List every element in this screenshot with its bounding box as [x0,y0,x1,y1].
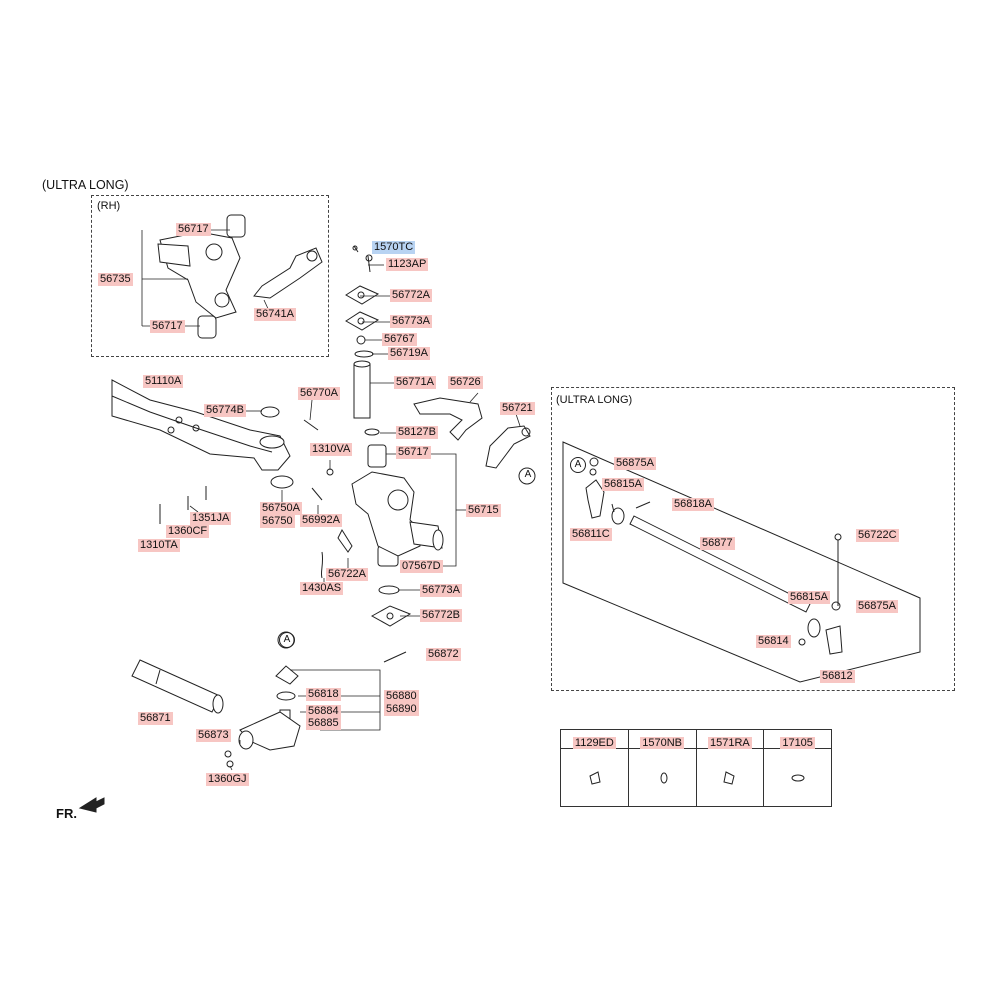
part-label[interactable]: 56722A [326,568,368,581]
fastener-icons [589,771,805,785]
tie-rod-bottom [131,631,407,768]
tie-rod-inset-outline [562,441,921,683]
part-label[interactable]: 56767 [382,333,417,346]
table-header[interactable]: 17105 [780,737,815,749]
part-label[interactable]: 56815A [602,478,644,491]
part-label[interactable]: 56873 [196,729,231,742]
table-header[interactable]: 1129ED [572,737,616,749]
washer-icon [764,750,831,806]
part-label[interactable]: 56890 [384,703,419,716]
part-label[interactable]: 56871 [138,712,173,725]
part-label[interactable]: 56772B [420,609,462,622]
part-label[interactable]: 56719A [388,347,430,360]
part-label[interactable]: 56721 [500,402,535,415]
part-label[interactable]: 56741A [254,308,296,321]
part-label[interactable]: 56877 [700,537,735,550]
part-label[interactable]: 56771A [394,376,436,389]
front-direction-label: FR. [56,806,77,821]
part-label[interactable]: 56717 [176,223,211,236]
grease-nipple-icon [629,750,696,806]
part-label[interactable]: 56774B [204,404,246,417]
part-label[interactable]: 51110A [143,375,184,388]
fitting-icon [697,750,764,806]
part-label[interactable]: 1430AS [300,582,344,595]
part-label[interactable]: 56992A [300,514,342,527]
part-label-selected[interactable]: 1570TC [372,241,416,254]
part-label[interactable]: 56818A [672,498,714,511]
part-label[interactable]: 56885 [306,717,341,730]
part-label[interactable]: 1360CF [166,525,210,538]
steering-knuckle [320,471,444,579]
part-label[interactable]: 56770A [298,387,340,400]
table-column: 17105 [764,730,831,806]
ref-circle-a-inset: A [570,457,586,473]
part-label[interactable]: 56773A [420,584,462,597]
table-column: 1129ED [561,730,629,806]
page-title: (ULTRA LONG) [42,178,129,192]
table-header[interactable]: 1571RA [707,737,752,749]
table-column: 1571RA [696,730,765,806]
ref-circle-a: A [524,469,532,480]
ref-circle-a-bottom: A [279,632,295,648]
part-label[interactable]: 1123AP [386,258,429,271]
part-label[interactable]: 56872 [426,648,461,661]
drag-link-arm [413,397,531,469]
part-label[interactable]: 58127B [396,426,438,439]
part-label[interactable]: 56815A [788,591,830,604]
part-label[interactable]: 1360GJ [206,773,249,786]
part-label[interactable]: 56717 [150,320,185,333]
part-label[interactable]: 07567D [400,560,443,573]
rh-inset-box [91,195,329,357]
part-label[interactable]: 56812 [820,670,855,683]
front-direction-arrow [78,797,105,813]
part-label[interactable]: 1351JA [190,512,232,525]
part-label[interactable]: 56880 [384,690,419,703]
part-label[interactable]: 1310VA [310,443,353,456]
rh-subtitle: (RH) [97,200,121,212]
part-label[interactable]: 56811C [570,528,612,541]
part-label[interactable]: 56750A [260,502,302,515]
part-label[interactable]: 56814 [756,635,791,648]
table-column: 1570NB [628,730,697,806]
part-label[interactable]: 56818 [306,688,341,701]
part-label[interactable]: 56735 [98,273,133,286]
part-label[interactable]: 56722C [856,529,899,542]
part-label[interactable]: 1310TA [138,539,180,552]
table-header[interactable]: 1570NB [640,737,684,749]
common-parts-table: 1129ED 1570NB 1571RA 17105 [560,729,832,807]
tie-rod-inset-parts [585,457,843,655]
part-label[interactable]: 56715 [466,504,501,517]
part-label[interactable]: 56726 [448,376,483,389]
part-label[interactable]: 56773A [390,315,432,328]
bolt-icon [561,750,628,806]
part-label[interactable]: 56717 [396,446,431,459]
part-label[interactable]: 56750 [260,515,295,528]
part-label[interactable]: 56772A [390,289,432,302]
part-label[interactable]: 56875A [614,457,656,470]
rh-knuckle-assembly [157,214,323,339]
part-label[interactable]: 56875A [856,600,898,613]
ultralong-inset-box [551,387,955,691]
ultralong-subtitle: (ULTRA LONG) [556,394,633,406]
front-axle-beam [111,379,334,524]
part-label[interactable]: 56884 [306,705,341,718]
